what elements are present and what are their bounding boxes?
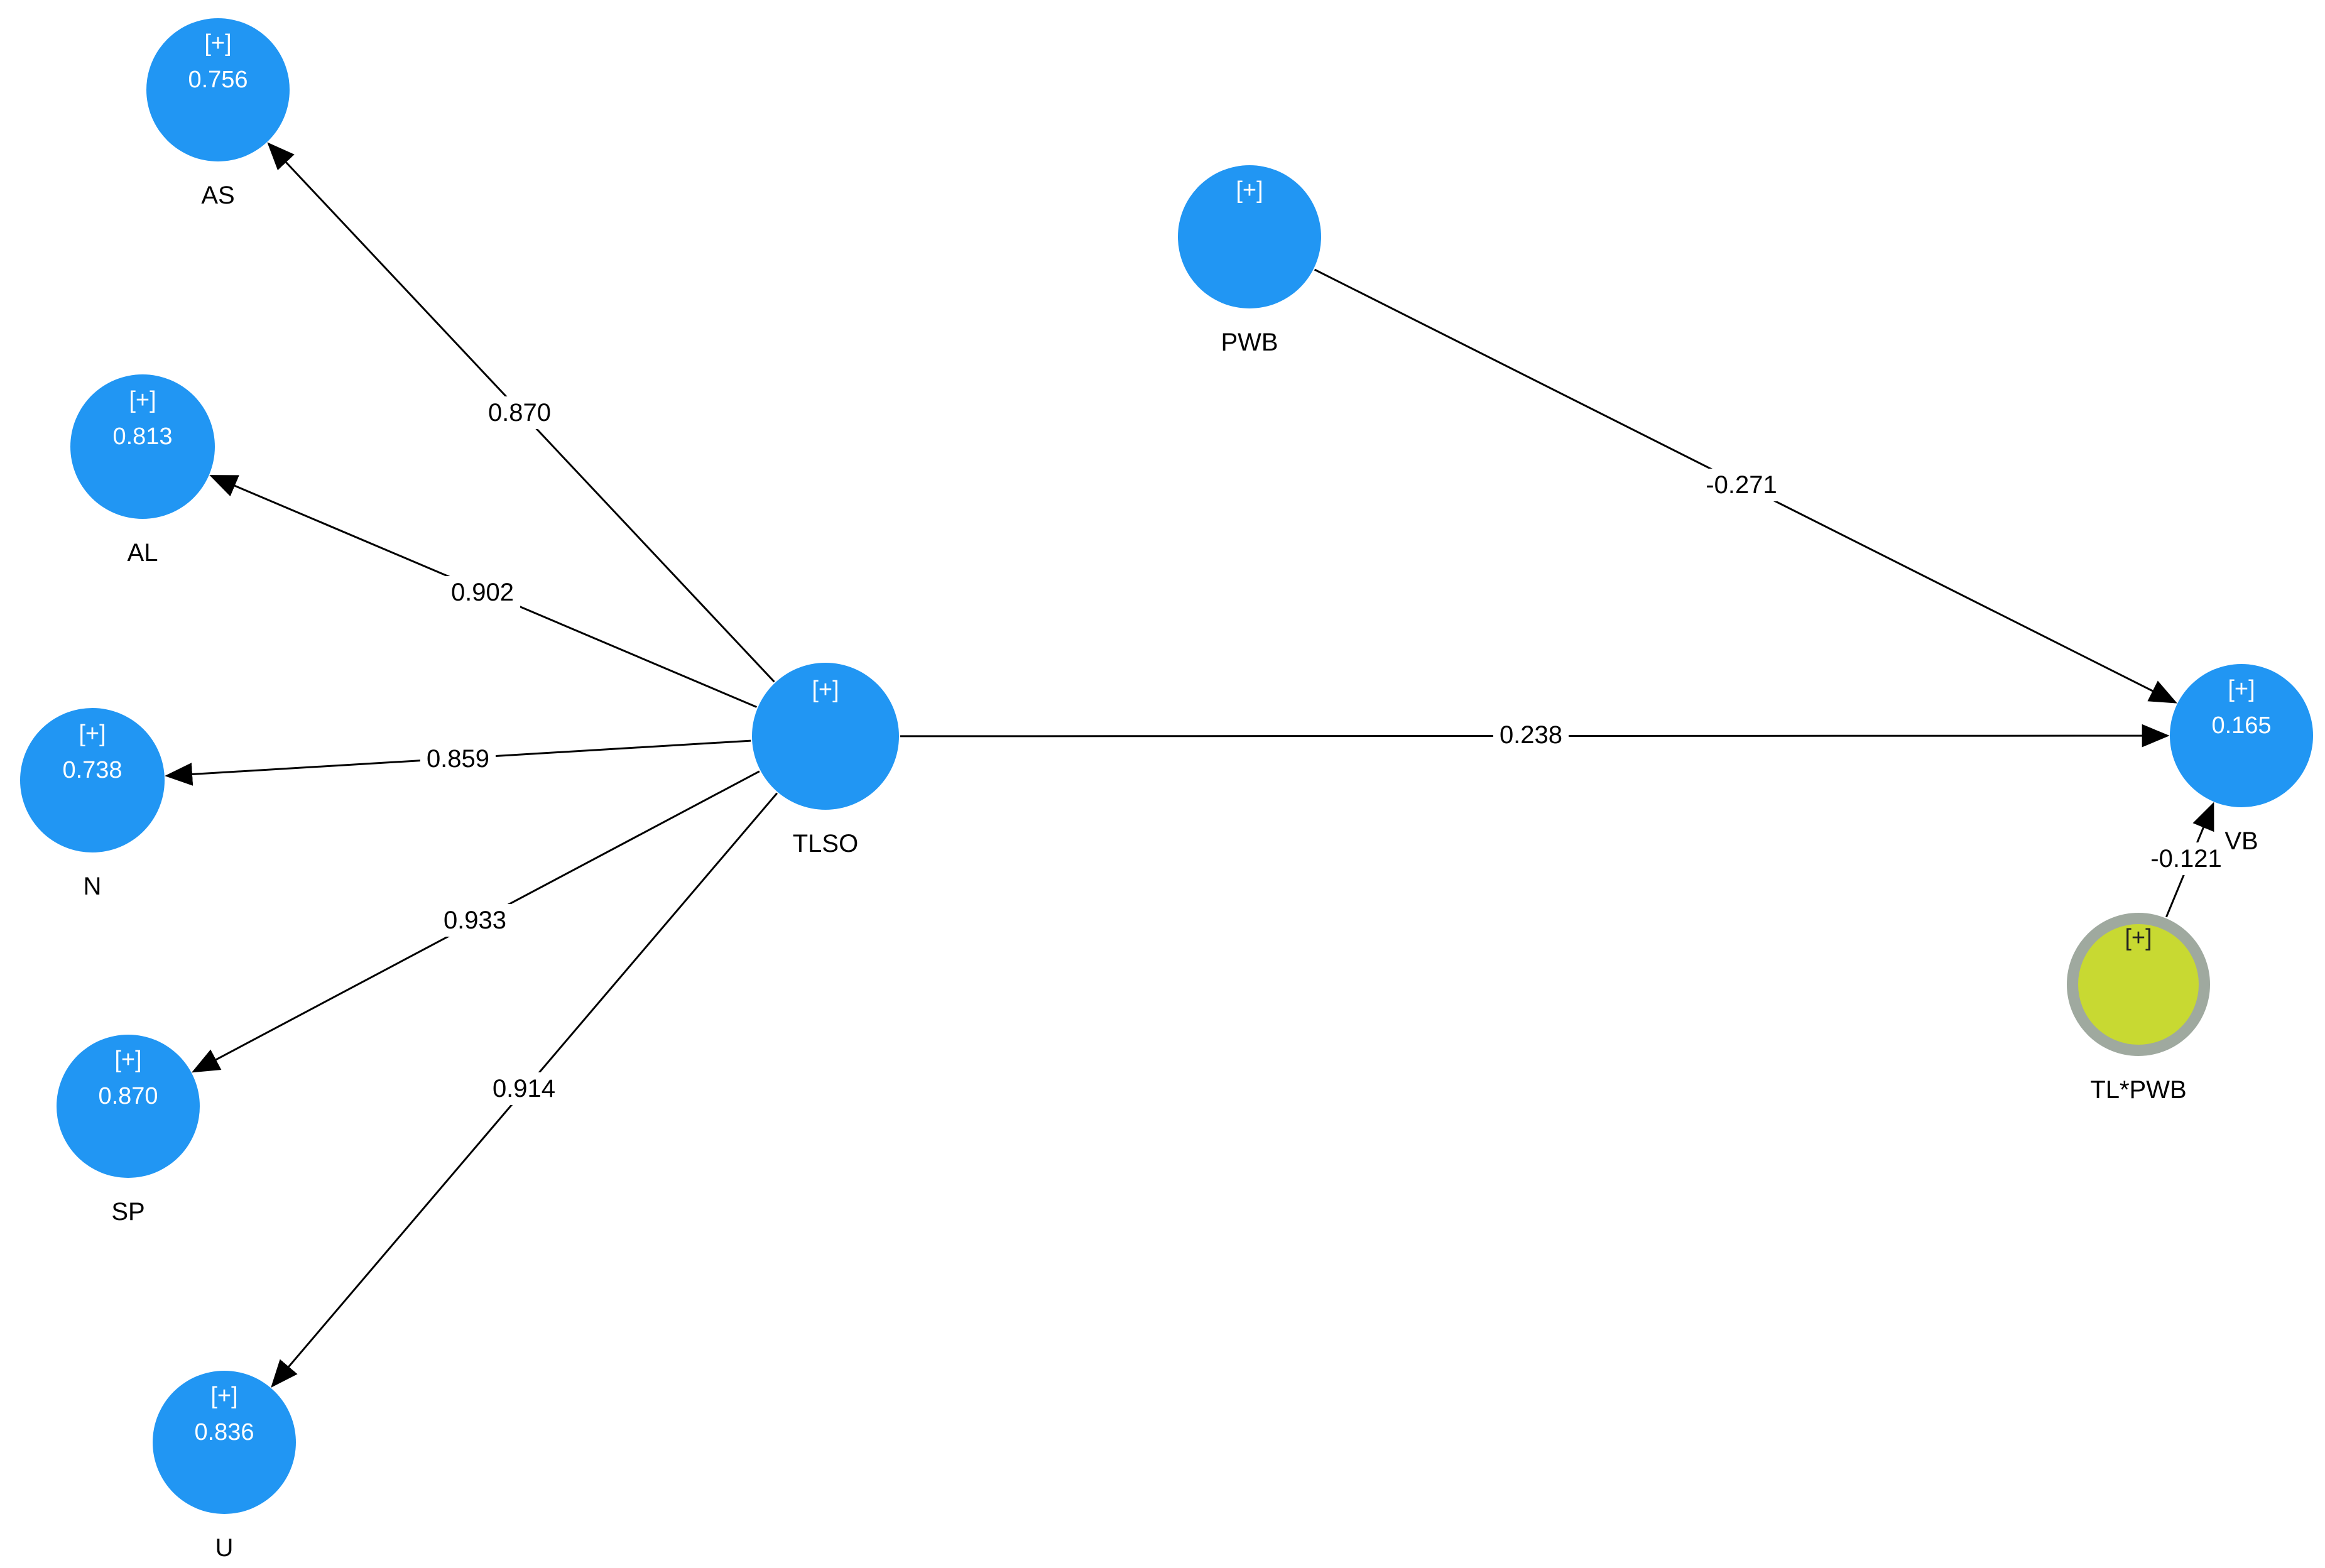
expand-indicator-TLPWB[interactable]: [+] <box>2125 925 2152 951</box>
expand-indicator-VB[interactable]: [+] <box>2228 676 2255 702</box>
expand-indicator-N[interactable]: [+] <box>79 721 106 747</box>
latent-circle-N[interactable] <box>20 708 165 852</box>
node-label-N: N <box>84 873 102 900</box>
node-value-U: 0.836 <box>194 1419 254 1446</box>
path-weight-TLSO-SP[interactable]: 0.933 <box>444 906 506 934</box>
edge-label-backing <box>486 1072 562 1105</box>
latent-circle-VB[interactable] <box>2170 664 2313 807</box>
node-TLPWB: [+] TL*PWB <box>2067 913 2210 1104</box>
latent-circle-PWB[interactable] <box>1178 165 1321 308</box>
expand-indicator-AL[interactable]: [+] <box>129 387 156 413</box>
path-weight-PWB-VB[interactable]: -0.271 <box>1706 471 1777 499</box>
latent-circle-TLSO[interactable] <box>752 663 899 810</box>
edge-label-backing <box>481 396 558 429</box>
node-label-U: U <box>215 1534 234 1562</box>
node-label-TLPWB: TL*PWB <box>2090 1076 2186 1104</box>
edge-label-backing <box>444 576 521 609</box>
expand-indicator-TLSO[interactable]: [+] <box>812 677 839 703</box>
node-PWB: [+] PWB <box>1178 165 1321 356</box>
moderator-circle-TLPWB[interactable] <box>2067 913 2210 1056</box>
edge-label-backing <box>437 904 513 937</box>
nodes-layer: [+]0.756AS[+]0.813AL[+]0.738N[+]0.870SP[… <box>20 18 2313 1562</box>
node-label-VB: VB <box>2224 827 2258 855</box>
node-label-AL: AL <box>128 539 158 567</box>
node-value-AS: 0.756 <box>188 67 248 93</box>
edge-label-backing <box>1699 469 1783 501</box>
path-weight-TLPWB-VB[interactable]: -0.121 <box>2150 845 2221 873</box>
edge-label-backing <box>420 743 496 775</box>
latent-circle-AL[interactable] <box>70 374 215 519</box>
node-value-VB: 0.165 <box>2211 712 2271 739</box>
expand-indicator-U[interactable]: [+] <box>210 1383 237 1409</box>
path-weight-TLSO-VB[interactable]: 0.238 <box>1500 721 1562 749</box>
latent-circle-AS[interactable] <box>146 18 290 161</box>
edge-labels-layer: 0.870 0.902 0.859 0.933 0.914 0.238 -0.271 -0.1… <box>420 396 2228 1105</box>
expand-indicator-SP[interactable]: [+] <box>114 1047 141 1073</box>
path-weight-TLSO-AL[interactable]: 0.902 <box>451 579 514 606</box>
node-label-AS: AS <box>201 182 234 209</box>
latent-circle-U[interactable] <box>153 1371 296 1514</box>
expand-indicator-AS[interactable]: [+] <box>204 30 231 57</box>
edge-label-backing <box>2144 842 2228 875</box>
latent-circle-SP[interactable] <box>57 1035 200 1178</box>
node-value-AL: 0.813 <box>112 423 172 450</box>
node-value-N: 0.738 <box>62 757 122 783</box>
expand-indicator-PWB[interactable]: [+] <box>1236 177 1263 204</box>
edge-label-backing <box>1493 719 1569 751</box>
node-value-SP: 0.870 <box>98 1083 158 1109</box>
path-weight-TLSO-N[interactable]: 0.859 <box>427 745 489 773</box>
node-label-TLSO: TLSO <box>793 830 858 858</box>
node-label-SP: SP <box>111 1198 144 1226</box>
path-weight-TLSO-U[interactable]: 0.914 <box>493 1075 555 1102</box>
node-TLSO: [+] TLSO <box>752 663 899 858</box>
path-weight-TLSO-AS[interactable]: 0.870 <box>488 399 551 427</box>
node-label-PWB: PWB <box>1221 329 1278 356</box>
